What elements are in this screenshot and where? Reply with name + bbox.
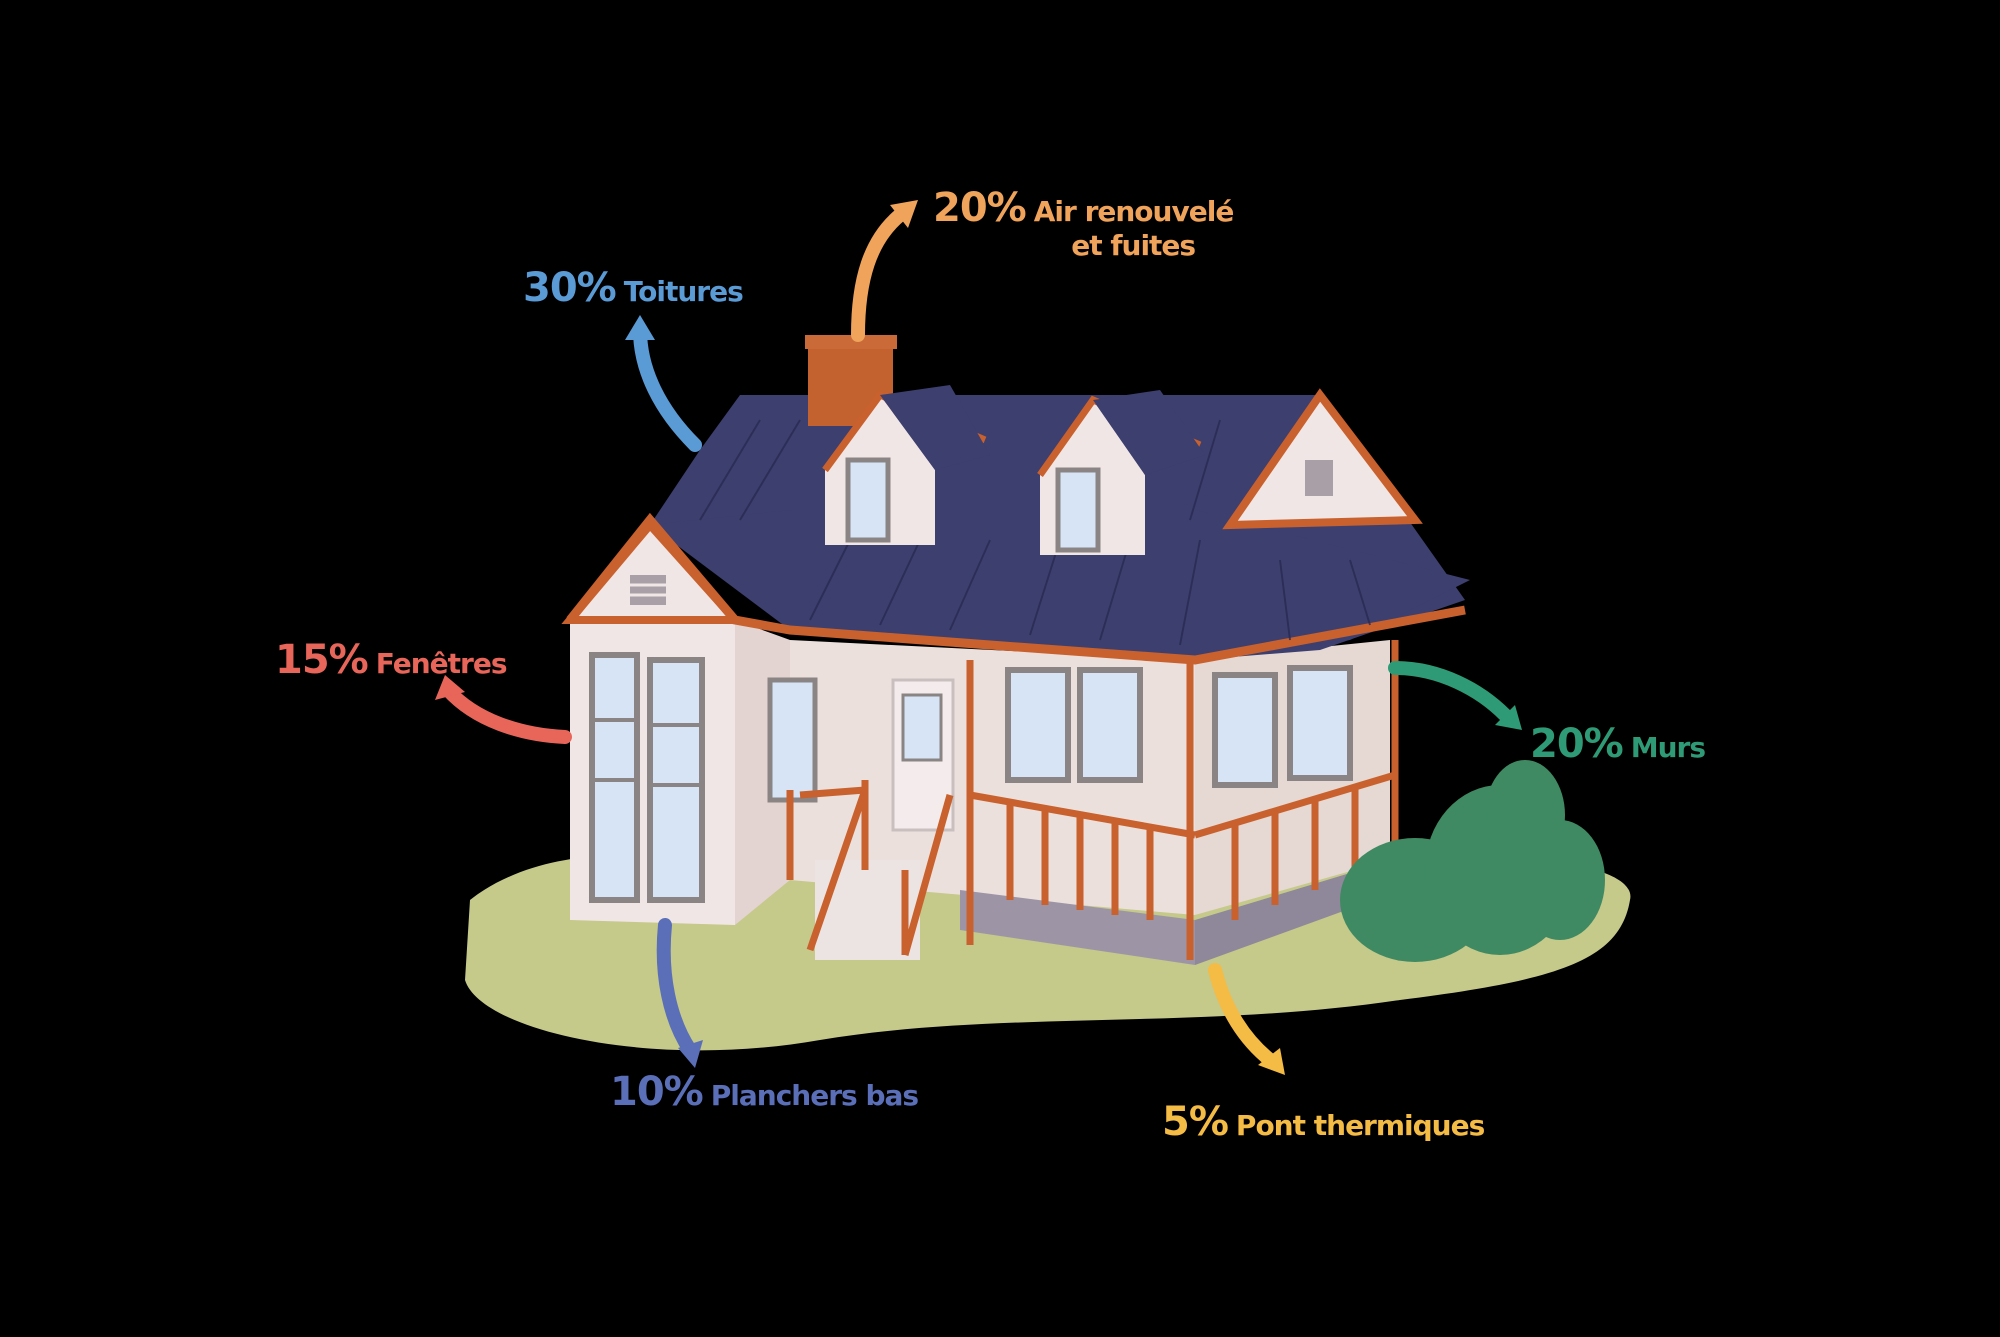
label-air-percent: 20% <box>933 185 1027 231</box>
skirting <box>960 890 1195 965</box>
porch-railing <box>966 640 1399 960</box>
arrow-fenetres <box>441 683 572 744</box>
label-pont-percent: 5% <box>1162 1099 1229 1145</box>
left-windows <box>589 652 705 903</box>
arrowhead-fenetres <box>435 675 465 700</box>
label-murs-percent: 20% <box>1530 721 1624 767</box>
arrow-pont <box>1208 963 1277 1067</box>
label-planchers-text: Planchers bas <box>710 1079 919 1112</box>
dormer-right <box>1037 390 1205 555</box>
front-steps <box>815 860 920 960</box>
label-pont: 5%Pont thermiques <box>1162 1099 1485 1145</box>
label-toitures: 30%Toitures <box>523 265 744 311</box>
arrowhead-pont <box>1258 1048 1285 1075</box>
label-air: 20%Air renouvelé et fuites <box>933 185 1235 262</box>
roof-eave-trim <box>566 512 1466 665</box>
arrowhead-air <box>890 200 918 228</box>
arrow-toitures <box>633 323 702 452</box>
left-gable-vent <box>630 575 666 605</box>
porch-windows <box>1005 665 1353 788</box>
bush <box>1340 760 1605 962</box>
right-gable-vent <box>1305 460 1333 496</box>
dormer-left <box>822 385 990 545</box>
arrowhead-planchers <box>678 1040 703 1068</box>
label-toitures-text: Toitures <box>623 275 744 308</box>
label-fenetres-text: Fenêtres <box>375 647 508 680</box>
arrowhead-murs <box>1495 705 1522 730</box>
label-planchers-percent: 10% <box>610 1069 704 1115</box>
label-toitures-percent: 30% <box>523 265 617 311</box>
porch-window-small <box>767 677 818 803</box>
label-pont-text: Pont thermiques <box>1235 1109 1485 1142</box>
label-murs: 20%Murs <box>1530 721 1706 767</box>
skirting-side <box>1195 870 1360 965</box>
arrow-planchers <box>656 918 697 1057</box>
label-murs-text: Murs <box>1630 731 1706 764</box>
arrow-murs <box>1388 661 1512 722</box>
label-air-subtext: et fuites <box>1071 229 1196 262</box>
label-planchers: 10%Planchers bas <box>610 1069 919 1115</box>
roof-lower <box>650 510 1470 660</box>
arrowhead-toitures <box>625 315 655 340</box>
label-air-text: Air renouvelé <box>1033 195 1235 228</box>
arrow-air <box>851 208 907 342</box>
label-fenetres: 15%Fenêtres <box>275 637 508 683</box>
label-fenetres-percent: 15% <box>275 637 369 683</box>
